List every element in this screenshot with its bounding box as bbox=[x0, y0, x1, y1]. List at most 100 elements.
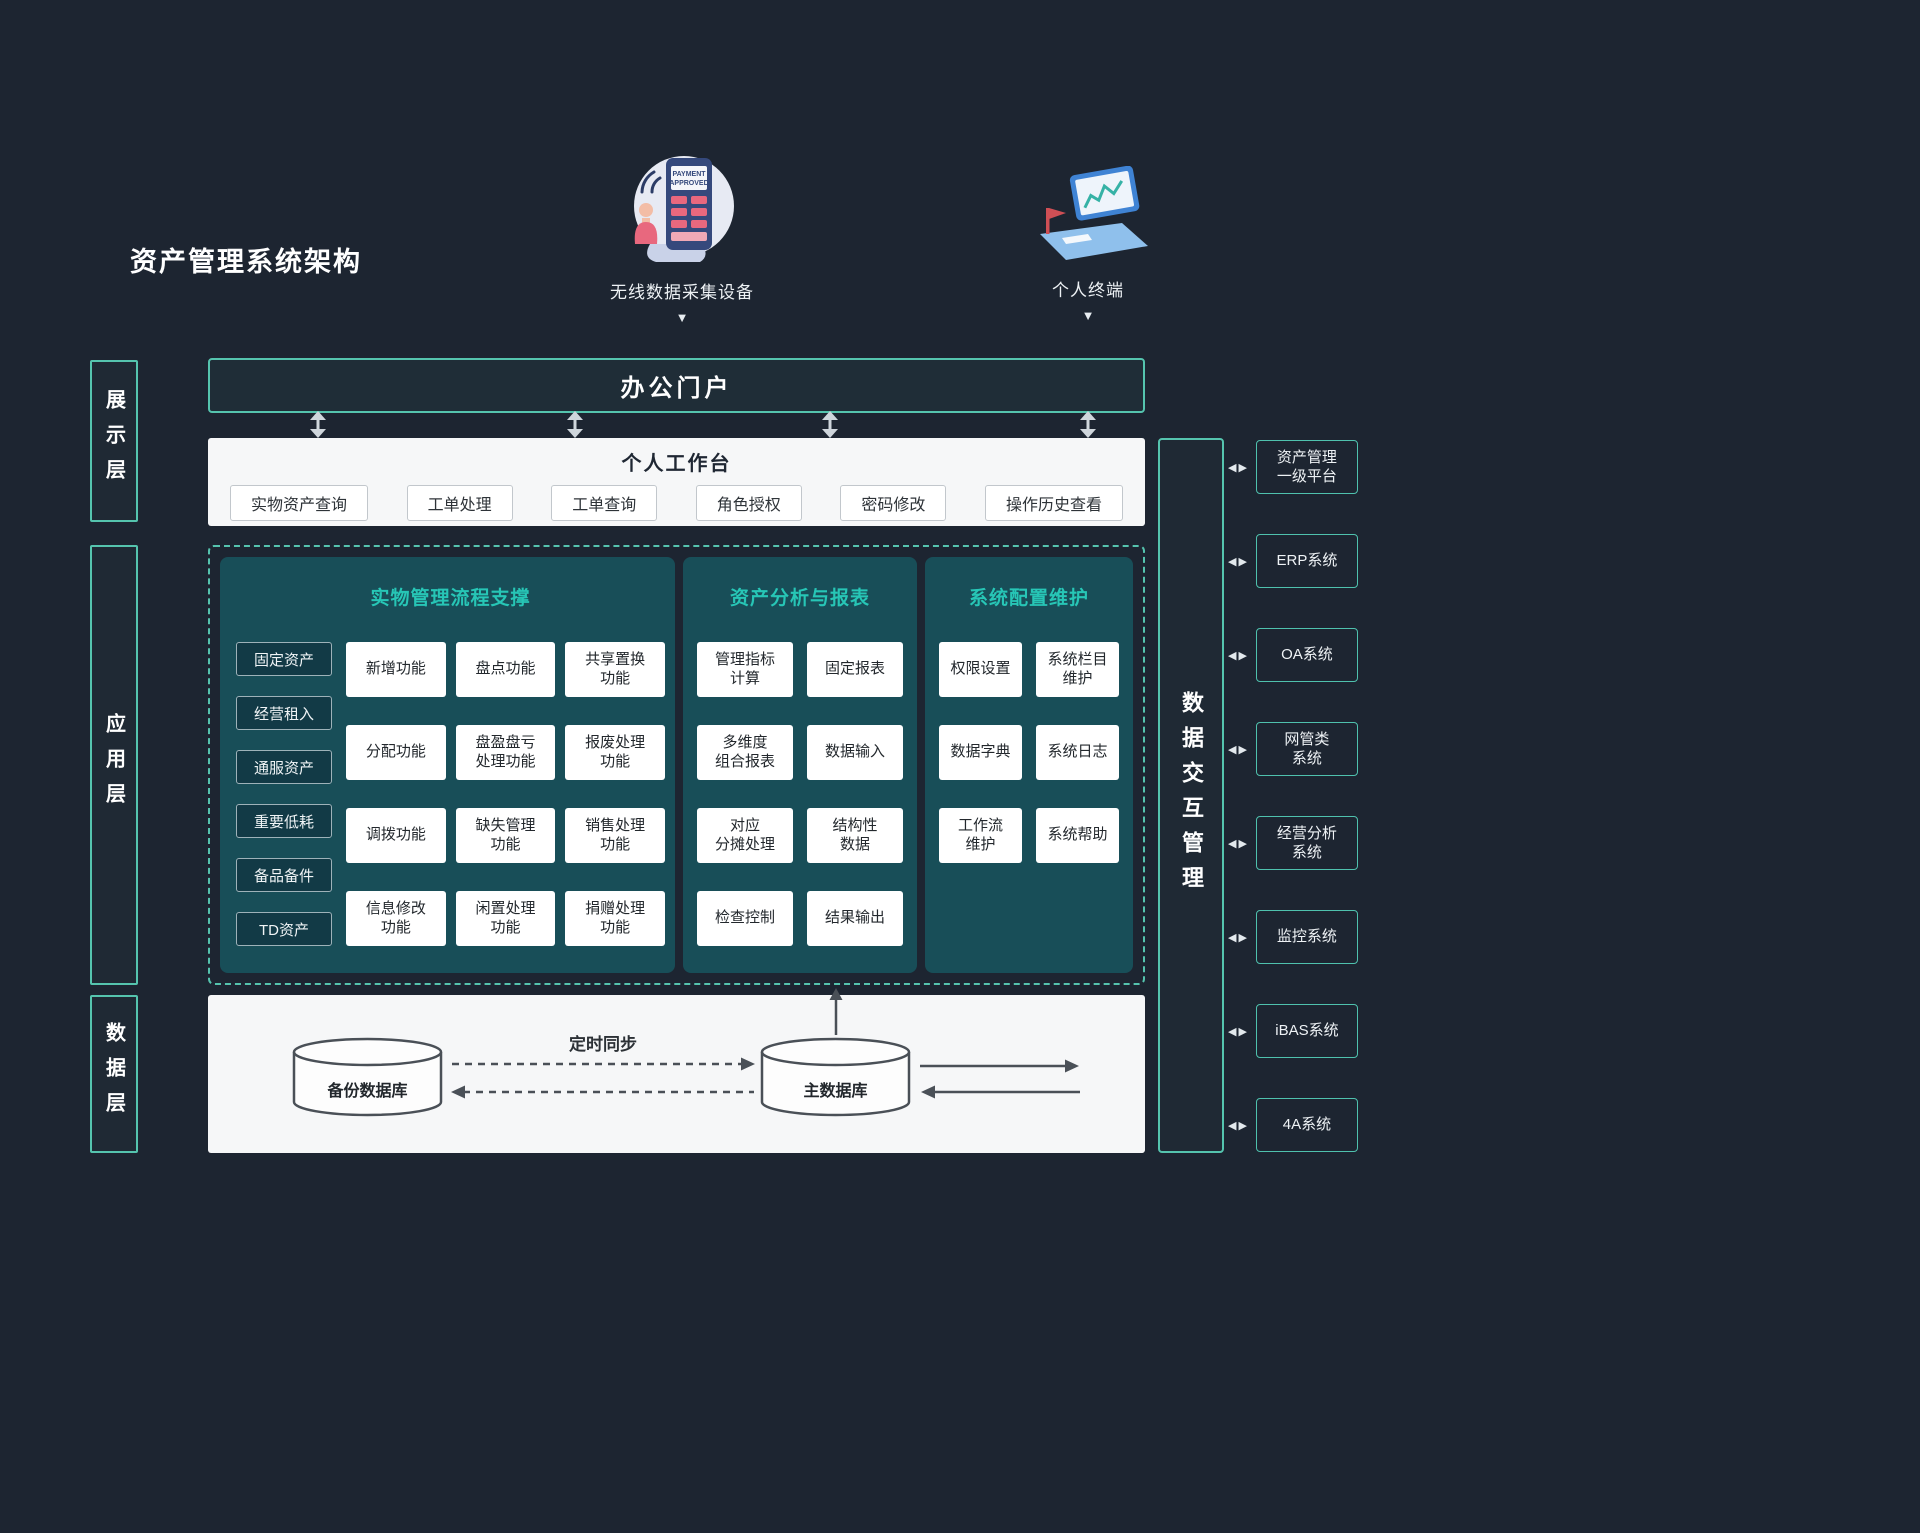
external-system-row: ◀▶ 经营分析 系统 bbox=[1228, 816, 1384, 870]
sync-dashed-arrows bbox=[451, 1057, 755, 1099]
external-system: 网管类 系统 bbox=[1255, 722, 1358, 776]
left-right-arrows-icon: ◀▶ bbox=[1228, 931, 1247, 944]
function-box: 数据字典 bbox=[939, 725, 1022, 780]
backup-database-cylinder: 备份数据库 bbox=[292, 1037, 443, 1117]
sync-label: 定时同步 bbox=[569, 1035, 637, 1054]
payment-terminal-icon: PAYMENT APPROVED bbox=[633, 156, 734, 262]
external-system-row: ◀▶ 网管类 系统 bbox=[1228, 722, 1384, 776]
workbench-buttons-row: 实物资产查询 工单处理 工单查询 角色授权 密码修改 操作历史查看 bbox=[208, 476, 1145, 521]
main-database-cylinder: 主数据库 bbox=[760, 1037, 911, 1117]
left-right-arrows-icon: ◀▶ bbox=[1228, 743, 1247, 756]
function-box: 闲置处理 功能 bbox=[455, 891, 556, 946]
updown-arrow-icon bbox=[310, 411, 326, 438]
function-box: 缺失管理 功能 bbox=[455, 808, 556, 863]
workbench-button: 实物资产查询 bbox=[230, 485, 369, 521]
external-systems-column: ◀▶ 资产管理 一级平台 ◀▶ ERP系统 ◀▶ OA系统 ◀▶ 网管类 系统 … bbox=[1228, 440, 1384, 1152]
personal-terminal-label: 个人终端 bbox=[1052, 281, 1124, 300]
function-box: 捐赠处理 功能 bbox=[565, 891, 665, 946]
external-system: 4A系统 bbox=[1255, 1098, 1358, 1152]
panel-system-config: 系统配置维护 权限设置 系统栏目 维护 数据字典 系统日志 工作流 维护 系统帮… bbox=[925, 557, 1133, 973]
function-box: 管理指标 计算 bbox=[697, 642, 793, 697]
layer-display: 展示层 bbox=[90, 360, 138, 522]
office-portal-bar: 办公门户 bbox=[208, 358, 1145, 413]
workbench-panel: 个人工作台 实物资产查询 工单处理 工单查询 角色授权 密码修改 操作历史查看 bbox=[208, 438, 1145, 526]
workbench-button: 操作历史查看 bbox=[984, 485, 1123, 521]
function-box: 数据输入 bbox=[807, 725, 903, 780]
asset-category: 固定资产 bbox=[236, 642, 332, 676]
external-system: iBAS系统 bbox=[1255, 1004, 1358, 1058]
function-box: 系统帮助 bbox=[1036, 808, 1119, 863]
external-system-row: ◀▶ 监控系统 bbox=[1228, 910, 1384, 964]
asset-category: 经营租入 bbox=[236, 696, 332, 730]
config-functions-grid: 权限设置 系统栏目 维护 数据字典 系统日志 工作流 维护 系统帮助 bbox=[939, 642, 1119, 863]
laptop-icon bbox=[1039, 166, 1148, 260]
function-box: 报废处理 功能 bbox=[565, 725, 665, 780]
layer-data: 数据层 bbox=[90, 995, 138, 1153]
left-right-arrows-icon: ◀▶ bbox=[1228, 461, 1247, 474]
down-triangle-icon: ▼ bbox=[675, 310, 689, 325]
function-box: 销售处理 功能 bbox=[565, 808, 665, 863]
data-exchange-bar: 数据交互管理 bbox=[1158, 438, 1224, 1153]
function-box: 固定报表 bbox=[807, 642, 903, 697]
function-box: 信息修改 功能 bbox=[346, 891, 446, 946]
function-box: 调拨功能 bbox=[346, 808, 446, 863]
function-box: 盘点功能 bbox=[455, 642, 556, 697]
external-system-row: ◀▶ ERP系统 bbox=[1228, 534, 1384, 588]
panel-title: 系统配置维护 bbox=[968, 588, 1089, 609]
function-box: 结果输出 bbox=[807, 891, 903, 946]
backup-db-label: 备份数据库 bbox=[326, 1081, 407, 1100]
wireless-terminal-label: 无线数据采集设备 bbox=[610, 283, 754, 302]
application-layer-container: 实物管理流程支撑 固定资产 经营租入 通服资产 重要低耗 备品备件 TD资产 新… bbox=[208, 545, 1145, 985]
updown-arrow-icon bbox=[1080, 411, 1096, 438]
left-right-arrows-icon: ◀▶ bbox=[1228, 555, 1247, 568]
process-functions-grid: 新增功能 盘点功能 共享置换 功能 分配功能 盘盈盘亏 处理功能 报废处理 功能… bbox=[346, 642, 665, 946]
updown-arrow-icon bbox=[567, 411, 583, 438]
function-box: 结构性 数据 bbox=[807, 808, 903, 863]
dataflow-arrows bbox=[920, 1059, 1080, 1099]
workbench-button: 密码修改 bbox=[840, 485, 947, 521]
external-system: OA系统 bbox=[1255, 628, 1358, 682]
asset-category: 备品备件 bbox=[236, 858, 332, 892]
report-functions-grid: 管理指标 计算 固定报表 多维度 组合报表 数据输入 对应 分摊处理 结构性 数… bbox=[697, 642, 903, 946]
asset-category: TD资产 bbox=[236, 912, 332, 946]
asset-category: 通服资产 bbox=[236, 750, 332, 784]
external-system-row: ◀▶ 资产管理 一级平台 bbox=[1228, 440, 1384, 494]
external-system: ERP系统 bbox=[1255, 534, 1358, 588]
left-right-arrows-icon: ◀▶ bbox=[1228, 1025, 1247, 1038]
function-box: 多维度 组合报表 bbox=[697, 725, 793, 780]
function-box: 新增功能 bbox=[346, 642, 446, 697]
external-system: 监控系统 bbox=[1255, 910, 1358, 964]
external-system-row: ◀▶ OA系统 bbox=[1228, 628, 1384, 682]
left-right-arrows-icon: ◀▶ bbox=[1228, 837, 1247, 850]
function-box: 盘盈盘亏 处理功能 bbox=[455, 725, 556, 780]
layer-application: 应用层 bbox=[90, 545, 138, 985]
function-box: 系统日志 bbox=[1036, 725, 1119, 780]
panel-title: 资产分析与报表 bbox=[729, 588, 870, 609]
terminal-screen-line2: APPROVED bbox=[669, 180, 708, 187]
updown-arrow-icon bbox=[822, 411, 838, 438]
function-box: 共享置换 功能 bbox=[565, 642, 665, 697]
page-title: 资产管理系统架构 bbox=[130, 247, 362, 277]
external-system-row: ◀▶ 4A系统 bbox=[1228, 1098, 1384, 1152]
external-system: 资产管理 一级平台 bbox=[1255, 440, 1358, 494]
asset-category-column: 固定资产 经营租入 通服资产 重要低耗 备品备件 TD资产 bbox=[236, 642, 332, 946]
left-right-arrows-icon: ◀▶ bbox=[1228, 1119, 1247, 1132]
function-box: 对应 分摊处理 bbox=[697, 808, 793, 863]
workbench-title: 个人工作台 bbox=[621, 453, 732, 475]
asset-category: 重要低耗 bbox=[236, 804, 332, 838]
external-system-row: ◀▶ iBAS系统 bbox=[1228, 1004, 1384, 1058]
terminal-screen-line1: PAYMENT bbox=[672, 171, 706, 178]
wireless-terminal-group: PAYMENT APPROVED 无线数据采集设备 ▼ bbox=[592, 148, 772, 324]
up-arrow bbox=[829, 988, 843, 1035]
function-box: 系统栏目 维护 bbox=[1036, 642, 1119, 697]
function-box: 工作流 维护 bbox=[939, 808, 1022, 863]
function-box: 分配功能 bbox=[346, 725, 446, 780]
personal-terminal-group: 个人终端 ▼ bbox=[998, 166, 1178, 322]
function-box: 检查控制 bbox=[697, 891, 793, 946]
panel-process-support: 实物管理流程支撑 固定资产 经营租入 通服资产 重要低耗 备品备件 TD资产 新… bbox=[220, 557, 675, 973]
panel-title: 实物管理流程支撑 bbox=[370, 588, 531, 609]
workbench-button: 工单处理 bbox=[406, 485, 513, 521]
workbench-button: 角色授权 bbox=[695, 485, 802, 521]
external-system: 经营分析 系统 bbox=[1255, 816, 1358, 870]
